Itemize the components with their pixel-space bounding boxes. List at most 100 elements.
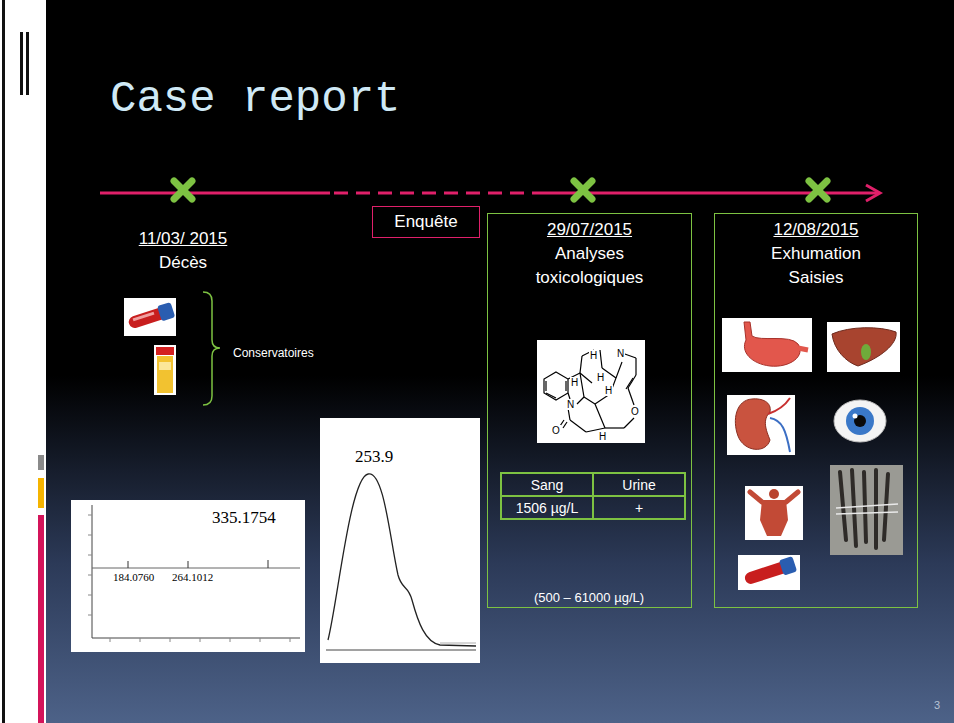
mass-spectrum (71, 500, 305, 652)
peak (188, 561, 189, 568)
x-mark (174, 181, 192, 199)
peak-label: 264.1012 (172, 571, 213, 583)
table-cell: + (593, 496, 685, 519)
x-mark (174, 181, 192, 199)
bonds (545, 381, 546, 391)
icon-ground (727, 395, 795, 455)
hair-locks (852, 470, 856, 546)
bonds (563, 422, 567, 428)
table-cell: 1506 µg/L (501, 496, 593, 519)
margin-line (2, 0, 5, 723)
baseline (92, 568, 300, 569)
bonds (577, 397, 584, 404)
head (769, 489, 779, 499)
stomach-duct (798, 348, 808, 350)
atom-label: H (596, 372, 605, 383)
artery (768, 398, 790, 414)
bonds (580, 373, 584, 397)
bonds (624, 418, 634, 428)
bonds (584, 397, 595, 404)
peak-label: 335.1754 (212, 508, 276, 528)
timeline-dashed (334, 192, 535, 195)
icon-ground (154, 345, 176, 395)
ticks (88, 535, 92, 536)
ticks (140, 638, 141, 642)
spectrum-ground (71, 500, 305, 652)
hair-locks (884, 474, 888, 540)
timeline-panel: 29/07/2015Analyses toxicologiquesSangUri… (487, 213, 692, 608)
ticks (170, 638, 171, 642)
blood-tube-icon (127, 302, 176, 331)
panel-heading: Exhumation Saisies (756, 242, 876, 290)
bonds (635, 358, 636, 375)
ticks (88, 555, 92, 556)
result-table: SangUrine1506 µg/L+ (500, 472, 686, 520)
brace (203, 292, 220, 405)
ticks (88, 515, 290, 642)
tube-shine (133, 312, 155, 322)
atom-label: H (589, 350, 598, 361)
bonds (565, 381, 566, 391)
eye-white (834, 400, 886, 442)
atom-label: H (570, 377, 579, 388)
hair-sample-icon (830, 465, 903, 555)
bonds (570, 420, 586, 432)
panel-heading: Analyses toxicologiques (515, 242, 665, 290)
torso (760, 500, 788, 536)
icon-ground (830, 465, 903, 555)
icon-ground (738, 555, 800, 590)
timeline-panel: 12/08/2015Exhumation Saisies (714, 213, 918, 608)
container-body (157, 356, 173, 393)
ureter (770, 418, 790, 452)
axis (92, 638, 300, 639)
table-header: Urine (593, 473, 685, 496)
muscle-icon (745, 486, 803, 540)
ticks (260, 638, 261, 642)
timeline-mark (174, 181, 827, 199)
hair-locks (864, 472, 866, 542)
timeline-arrowhead (866, 185, 880, 201)
hair-locks (840, 472, 846, 540)
molecule-ground (537, 340, 645, 443)
ticks (88, 595, 92, 596)
eye-glint (853, 414, 858, 419)
bonds (628, 388, 634, 405)
margin-bar (38, 455, 44, 470)
annotation-line (440, 643, 476, 644)
atom-label: O (630, 406, 640, 417)
ticks (200, 638, 201, 642)
bonds (544, 372, 568, 400)
peak (268, 560, 269, 568)
bonds (626, 378, 633, 389)
axis (92, 505, 93, 638)
spectrum-ground (320, 418, 480, 663)
bonds (605, 427, 624, 428)
page-number: 3 (934, 699, 940, 711)
bonds (628, 375, 636, 388)
ticks (290, 638, 291, 642)
gallbladder (861, 344, 871, 360)
icon-ground (722, 318, 812, 372)
liver-icon (827, 322, 900, 372)
event-label: Enquête (394, 212, 457, 232)
margin-bar (20, 32, 23, 95)
ticks (88, 575, 92, 576)
ticks (88, 615, 92, 616)
liver-shape (832, 328, 896, 366)
kidney-icon (727, 395, 795, 455)
atom-label: N (616, 348, 625, 359)
date-label: 12/08/2015 (773, 220, 858, 240)
icon-ground (124, 298, 176, 336)
urine-container-icon (154, 345, 176, 395)
molecule-structure (537, 340, 645, 443)
container-cap (156, 347, 174, 355)
uv-spectrum (320, 418, 480, 663)
margin-bar (38, 515, 44, 723)
iris (846, 407, 874, 435)
hair-locks (874, 470, 878, 548)
bonds (544, 350, 636, 432)
slide-title: Case report (110, 74, 400, 124)
bonds (546, 393, 556, 398)
ticks (230, 638, 231, 642)
